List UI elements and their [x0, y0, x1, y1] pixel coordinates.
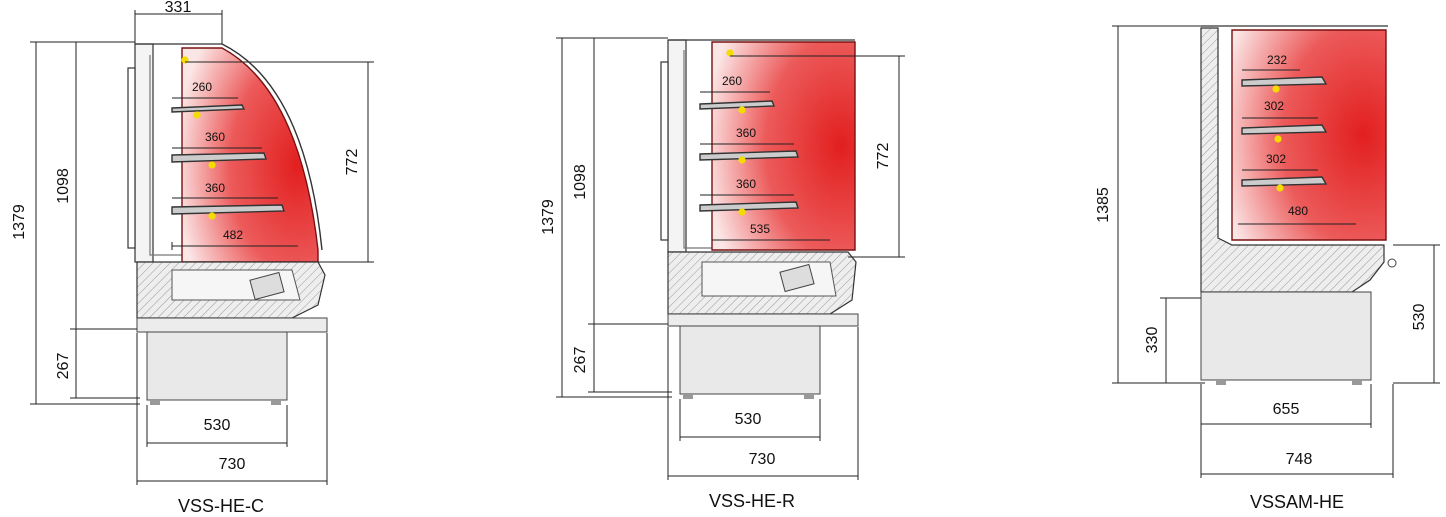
light-icon	[726, 49, 734, 57]
base-stand	[1200, 291, 1372, 381]
shelf-depth-label: 480	[1288, 204, 1308, 218]
base-stand	[146, 331, 288, 401]
shelves	[171, 104, 285, 215]
dimension-lines	[30, 10, 374, 485]
knob-icon	[1387, 258, 1397, 268]
dim-upper-height: 1098	[55, 168, 72, 204]
shelf-depth-label: 360	[205, 130, 225, 144]
unit-title: VSS-HE-C	[178, 496, 264, 516]
shelves	[699, 100, 799, 212]
shelf-depth-label: 360	[205, 181, 225, 195]
compressor	[779, 263, 815, 293]
shelf-depth-label: 302	[1266, 152, 1286, 166]
dim-total-height: 1385	[1095, 187, 1112, 223]
dim-base-height: 267	[572, 347, 589, 374]
light-icon	[181, 56, 189, 64]
shelf-depth-lines	[700, 91, 830, 241]
unit-vss-he-c: 331 1379 1098 267 772 530 730 260 360 36…	[11, 0, 374, 516]
dim-upper-height: 1098	[572, 164, 589, 200]
shelf-depth-label: 360	[736, 126, 756, 140]
unit-vss-he-r: 1379 1098 267 772 530 730 260 360 360 53…	[540, 37, 905, 511]
dim-right-height: 530	[1411, 304, 1428, 331]
heat-zone	[711, 41, 856, 251]
light-icon	[738, 208, 746, 216]
dim-total-height: 1379	[11, 204, 28, 240]
light-icon	[193, 111, 201, 119]
plinth-panel	[667, 313, 859, 327]
shelf-depth-lines	[171, 97, 298, 250]
compressor	[249, 271, 285, 301]
dim-display-height: 772	[344, 149, 361, 176]
shelf-depth-label: 302	[1264, 99, 1284, 113]
shelf-depth-label: 535	[750, 222, 770, 236]
dimension-lines	[556, 37, 905, 480]
dim-total-width: 748	[1286, 451, 1313, 468]
light-icon	[738, 106, 746, 114]
unit-title: VSS-HE-R	[709, 491, 795, 511]
light-icon	[1272, 85, 1280, 93]
shelf-depth-label: 260	[192, 80, 212, 94]
shelf-depth-label: 482	[223, 228, 243, 242]
heat-zone	[1231, 29, 1387, 241]
cabinet-body	[127, 43, 300, 263]
light-icon	[1274, 135, 1282, 143]
dim-top-depth: 331	[165, 0, 192, 16]
unit-vssam-he: 1385 330 530 655 748 232 302 302 480 VSS…	[1095, 25, 1440, 512]
dim-total-width: 730	[749, 451, 776, 468]
light-icon	[208, 212, 216, 220]
dim-base-height: 267	[55, 353, 72, 380]
shelf-depth-label: 260	[722, 74, 742, 88]
shelf-depth-label: 232	[1267, 53, 1287, 67]
light-icon	[738, 156, 746, 164]
plinth-panel	[136, 317, 328, 333]
dim-base-width: 530	[735, 411, 762, 428]
dimension-lines	[1112, 25, 1440, 478]
light-icon	[208, 161, 216, 169]
dim-total-height: 1379	[540, 199, 557, 235]
light-icon	[1276, 184, 1284, 192]
dim-base-height: 330	[1144, 327, 1161, 354]
shelves	[1241, 76, 1328, 187]
shelf-depth-label: 360	[736, 177, 756, 191]
dim-base-width: 530	[204, 417, 231, 434]
unit-title: VSSAM-HE	[1250, 492, 1344, 512]
base-stand	[679, 325, 821, 395]
dim-base-width: 655	[1273, 401, 1300, 418]
dim-display-height: 772	[875, 143, 892, 170]
shelf-depth-lines	[1238, 69, 1356, 225]
curved-glass	[221, 43, 323, 251]
dim-total-width: 730	[219, 456, 246, 473]
